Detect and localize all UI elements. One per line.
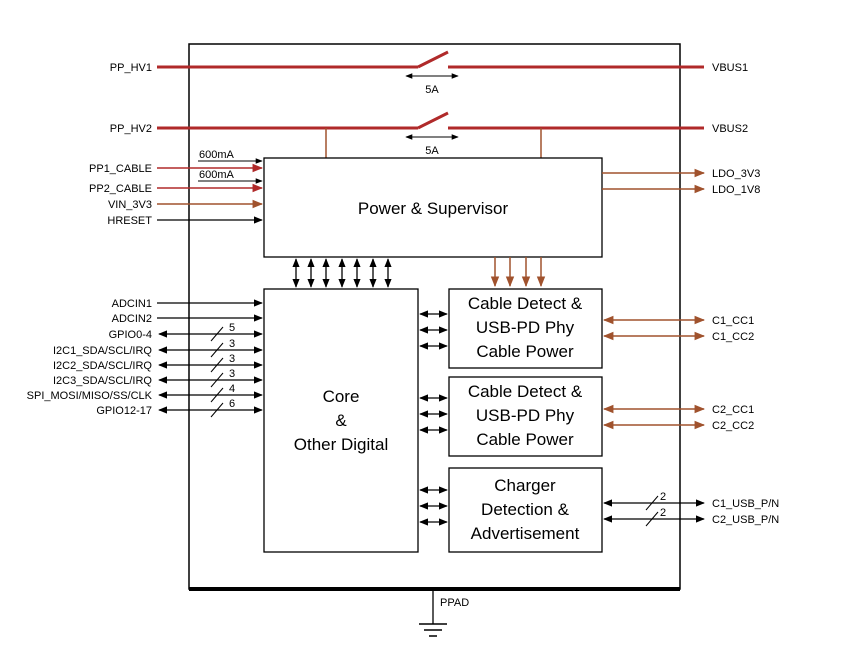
charger-line2: Detection & [481,500,570,519]
sw2-rating-label: 5A [425,145,439,157]
core-cable1-links [419,310,448,350]
i2c3-width: 3 [229,368,235,380]
spi-width: 4 [229,383,235,395]
cable1-line1: Cable Detect & [468,294,583,313]
usb-pins: 2 C1_USB_P/N 2 C2_USB_P/N [603,491,779,527]
gpio12-17-label: GPIO12-17 [96,405,152,417]
power-core-bus [292,258,392,288]
pp2-cable-label: PP2_CABLE [89,183,152,195]
core-charger-links [419,486,448,526]
cable2-line1: Cable Detect & [468,382,583,401]
c1-usb-width: 2 [660,491,666,503]
c2-usb-width: 2 [660,507,666,519]
power-cable-feeds [490,257,546,288]
spi-label: SPI_MOSI/MISO/SS/CLK [27,390,153,402]
hv-switch-2: PP_HV2 5A VBUS2 [110,111,748,158]
sw1-rating-label: 5A [425,84,439,96]
cable2-line3: Cable Power [476,430,574,449]
ldo-outputs: LDO_3V3 LDO_1V8 [602,168,760,196]
charger-line3: Advertisement [471,524,580,543]
c1-cc1-label: C1_CC1 [712,315,754,327]
cable1-line3: Cable Power [476,342,574,361]
c2-cc-pins: C2_CC1 C2_CC2 [602,404,754,432]
core-title-line2: & [335,411,347,430]
cable-detect-block-2 [448,376,603,457]
gpio12-17-width: 6 [229,398,235,410]
i2c2-width: 3 [229,353,235,365]
ldo-1v8-label: LDO_1V8 [712,184,760,196]
cable2-line2: USB-PD Phy [476,406,575,425]
core-cable2-links [419,394,448,434]
ppad-label: PPAD [440,597,469,609]
i2c1-label: I2C1_SDA/SCL/IRQ [53,345,152,357]
cable-detect-block-1 [448,288,603,369]
core-block [263,288,419,553]
adcin1-label: ADCIN1 [112,298,152,310]
pp2-current-label: 600mA [199,169,235,181]
chip-outline [188,43,681,590]
hv-switch-1: PP_HV1 5A VBUS1 [110,50,748,96]
vbus2-label: VBUS2 [712,123,748,135]
cable1-line2: USB-PD Phy [476,318,575,337]
power-inputs: PP1_CABLE 600mA PP2_CABLE 600mA VIN_3V3 … [89,149,264,227]
power-supervisor-block [263,157,603,258]
gpio0-4-label: GPIO0-4 [109,329,152,341]
c2-usb-label: C2_USB_P/N [712,514,779,526]
vbus1-label: VBUS1 [712,62,748,74]
hreset-label: HRESET [107,215,152,227]
pp1-current-label: 600mA [199,149,235,161]
charger-block [448,467,603,553]
adcin2-label: ADCIN2 [112,313,152,325]
charger-line1: Charger [494,476,556,495]
vin-3v3-label: VIN_3V3 [108,199,152,211]
c2-cc1-label: C2_CC1 [712,404,754,416]
digital-pins: ADCIN1 ADCIN2 GPIO0-4 5 I2C1_SDA/SCL/IRQ… [27,298,263,418]
c2-cc2-label: C2_CC2 [712,420,754,432]
c1-cc2-label: C1_CC2 [712,331,754,343]
pp-hv2-label: PP_HV2 [110,123,152,135]
c1-usb-label: C1_USB_P/N [712,498,779,510]
ldo-3v3-label: LDO_3V3 [712,168,760,180]
core-title-line3: Other Digital [294,435,388,454]
core-title-line1: Core [323,387,360,406]
pp-hv1-label: PP_HV1 [110,62,152,74]
i2c1-width: 3 [229,338,235,350]
c1-cc-pins: C1_CC1 C1_CC2 [602,315,754,343]
i2c2-label: I2C2_SDA/SCL/IRQ [53,360,152,372]
gpio0-4-width: 5 [229,322,235,334]
ground-symbol: PPAD [419,589,469,637]
power-supervisor-title: Power & Supervisor [358,199,509,218]
i2c3-label: I2C3_SDA/SCL/IRQ [53,375,152,387]
pp1-cable-label: PP1_CABLE [89,163,152,175]
